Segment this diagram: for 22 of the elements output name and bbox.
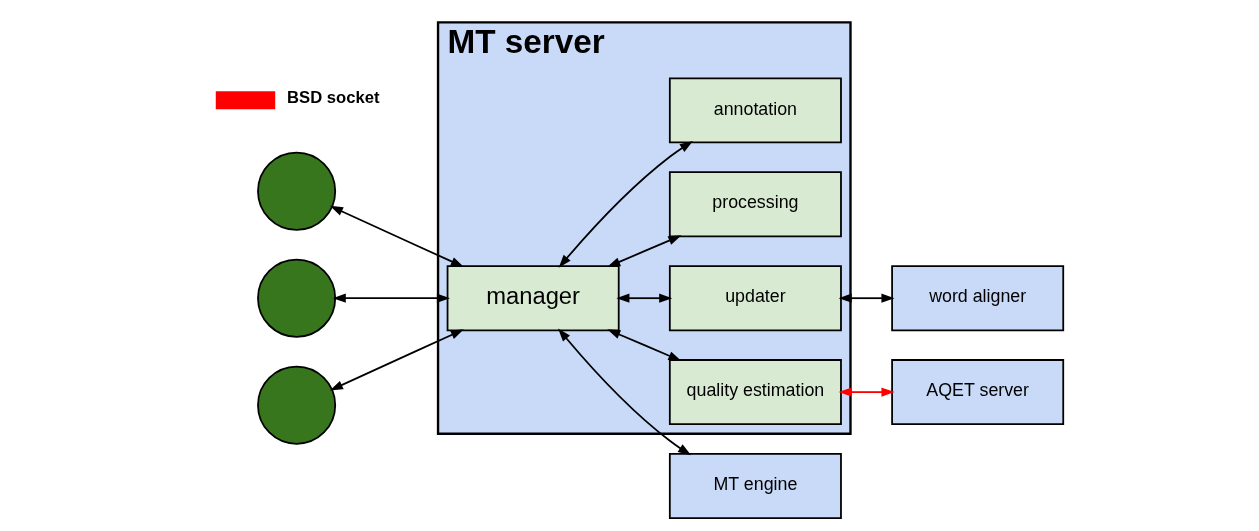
node-box: updater <box>668 265 842 332</box>
arrow <box>606 329 681 361</box>
arrow <box>329 329 464 391</box>
arrow <box>838 387 895 397</box>
node-box: manager <box>446 265 620 332</box>
arrow <box>558 141 693 268</box>
node-box: word aligner <box>890 265 1064 332</box>
node-box: annotation <box>668 77 842 144</box>
node-circle <box>256 151 336 231</box>
node-box: MT engine <box>668 453 842 519</box>
arrow <box>615 293 672 303</box>
node-box: quality estimation <box>668 359 842 426</box>
arrow <box>606 235 681 268</box>
node-circle <box>256 365 336 445</box>
node-box: AQET server <box>890 359 1064 426</box>
arrow <box>557 328 691 456</box>
node-box: processing <box>668 171 842 238</box>
legend-label: BSD socket <box>286 88 379 108</box>
arrow <box>329 205 464 268</box>
arrow <box>332 293 450 303</box>
node-circle <box>256 258 336 338</box>
arrow <box>838 293 895 303</box>
